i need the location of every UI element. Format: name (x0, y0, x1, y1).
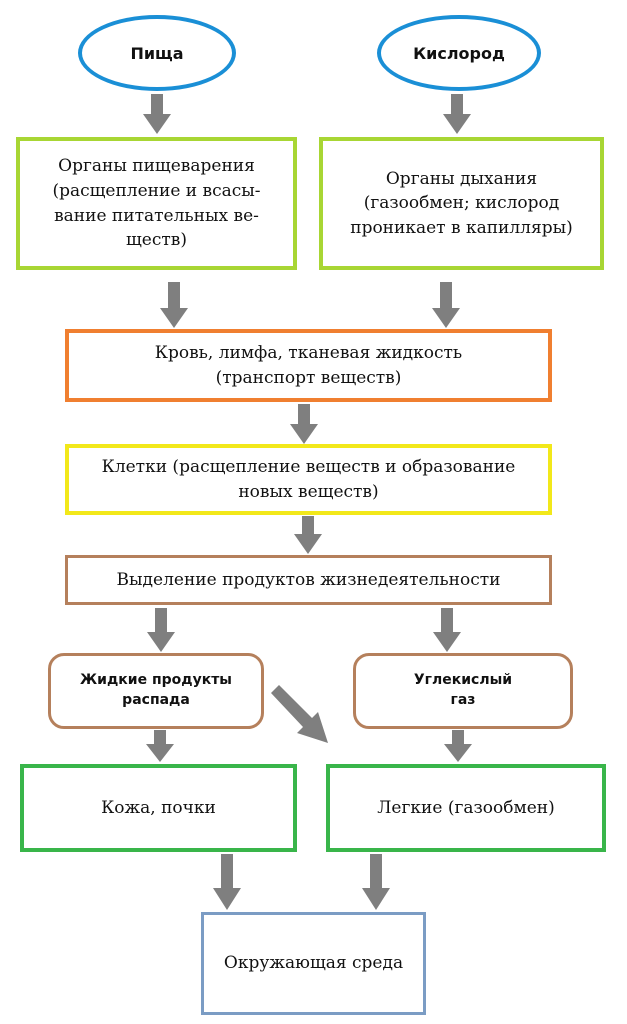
node-liquid-products-label: Жидкие продукты распада (80, 672, 232, 708)
arrow-oxygen-to-respiration (443, 94, 471, 134)
arrow-liquid-to-lungs (271, 685, 328, 743)
arrow-liquid-to-skin (146, 730, 174, 762)
arrow-digestion-to-blood (160, 282, 188, 328)
arrow-lungs-to-environment (362, 854, 390, 910)
node-food: Пища (78, 15, 236, 91)
arrow-excretion-to-co2 (433, 608, 461, 652)
arrow-blood-to-cells (290, 404, 318, 444)
node-excretion: Выделение продуктов жизнедеятельности (65, 555, 552, 605)
node-lungs: Легкие (газообмен) (326, 764, 606, 852)
node-food-label: Пища (130, 43, 184, 63)
node-skin-kidneys-label: Кожа, почки (101, 797, 216, 818)
arrow-co2-to-lungs (444, 730, 472, 762)
node-excretion-label: Выделение продуктов жизнедеятельности (116, 569, 501, 590)
arrow-excretion-to-liquid (147, 608, 175, 652)
node-blood-label: Кровь, лимфа, тканевая жидкость (транспо… (154, 342, 463, 388)
node-lungs-label: Легкие (газообмен) (377, 797, 555, 818)
arrow-food-to-digestion (143, 94, 171, 134)
node-co2-label: Углекислый газ (413, 672, 513, 708)
node-co2: Углекислый газ (353, 653, 573, 729)
node-respiration-label: Органы дыхания (газообмен; кислород прон… (350, 168, 573, 238)
node-environment-label: Окружающая среда (223, 953, 404, 974)
arrow-respiration-to-blood (432, 282, 460, 328)
node-respiration: Органы дыхания (газообмен; кислород прон… (319, 137, 604, 270)
arrow-skin-to-environment (213, 854, 241, 910)
node-skin-kidneys: Кожа, почки (20, 764, 297, 852)
node-liquid-products: Жидкие продукты распада (48, 653, 264, 729)
node-blood: Кровь, лимфа, тканевая жидкость (транспо… (65, 329, 552, 402)
node-cells: Клетки (расщепление веществ и образовани… (65, 444, 552, 515)
node-digestion: Органы пищеварения (расщепление и всасы-… (16, 137, 297, 270)
node-oxygen: Кислород (377, 15, 541, 91)
node-environment: Окружающая среда (201, 912, 426, 1015)
node-oxygen-label: Кислород (413, 43, 505, 63)
node-digestion-label: Органы пищеварения (расщепление и всасы-… (52, 156, 261, 251)
arrow-cells-to-excretion (294, 516, 322, 554)
node-cells-label: Клетки (расщепление веществ и образовани… (101, 456, 516, 502)
